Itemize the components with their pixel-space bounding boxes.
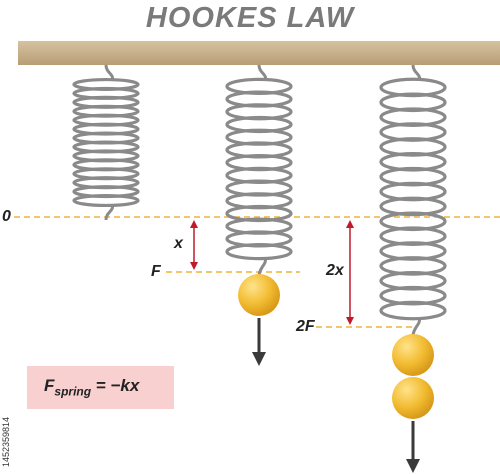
- formula-f: F: [44, 376, 55, 395]
- formula-subscript: spring: [54, 384, 92, 399]
- displacement-arrow-x: [190, 220, 198, 270]
- zero-label: 0: [2, 208, 11, 225]
- spring-hook-bottom: [257, 257, 268, 277]
- spring-hook-top: [257, 64, 268, 81]
- spring-coil: [225, 243, 293, 261]
- weight-ball: [238, 274, 280, 316]
- displacement-arrow-2x: [346, 220, 354, 325]
- side-identifier-text: 1452359814: [1, 416, 11, 467]
- spring-coil: [379, 300, 447, 321]
- spring-hook-top: [104, 64, 115, 81]
- force-arrow-2f: [406, 421, 420, 473]
- spring-loaded-f: [225, 64, 293, 277]
- side-identifier: 1452359814: [1, 352, 11, 467]
- spring-loaded-2f: [379, 64, 447, 337]
- ceiling-beam: [18, 41, 500, 65]
- formula-rhs: = −kx: [91, 376, 140, 395]
- diagram-title: HOOKES LAW: [145, 2, 355, 34]
- spring-unloaded: [72, 64, 140, 221]
- weight-ball-lower: [392, 377, 434, 419]
- weight-ball-upper: [392, 334, 434, 376]
- spring-coil: [72, 194, 140, 208]
- spring-hook-bottom: [411, 317, 422, 337]
- formula-box: Fspring = −kx: [27, 366, 174, 409]
- 2f-label: 2F: [296, 318, 315, 335]
- x-label: x: [174, 235, 183, 252]
- spring-hook-bottom: [104, 204, 115, 221]
- force-arrow-f: [252, 318, 266, 366]
- 2x-label: 2x: [326, 262, 344, 279]
- f-label: F: [151, 263, 161, 280]
